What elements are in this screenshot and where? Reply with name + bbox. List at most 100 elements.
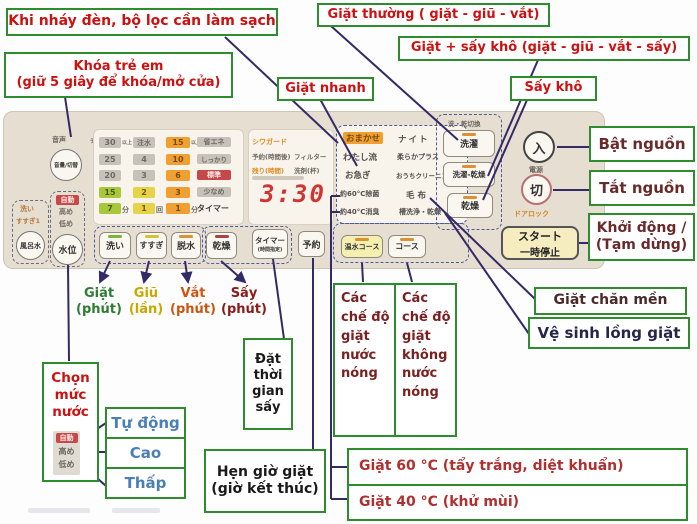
unit-word: Sấy [230, 286, 258, 301]
waterlevel-button[interactable]: 水位 [52, 234, 83, 265]
hot-course-indicator [355, 238, 369, 241]
bathwater-rinse-label: すすぎ1 [16, 217, 41, 225]
callout-blanket-wash: Giặt chăn mền [534, 287, 687, 315]
detergent-indicator-label: 洗剤(杯) [294, 167, 320, 175]
mode-wash-label: 洗濯 [459, 140, 478, 150]
callout-text: Bật nguồn [598, 134, 686, 153]
rinse-chip[interactable]: 1 [133, 203, 155, 214]
rinse-chip[interactable]: 4 [133, 154, 155, 165]
mode-washdry-indicator [462, 165, 476, 168]
callout-text: Khi nháy đèn, bộ lọc cần làm sạch [8, 13, 276, 30]
dry-unit-label: Sấy (phút) [218, 286, 270, 319]
unit-label: 以上 [191, 140, 202, 146]
wash-time-chip[interactable]: 15 [99, 187, 121, 198]
wash-time-chip[interactable]: 20 [99, 170, 121, 181]
dry-mode-chip[interactable]: 少なめ [197, 187, 231, 197]
rinse-chip[interactable]: 3 [133, 170, 155, 181]
water-level-inset: 自動 高め 低め [53, 431, 80, 475]
callout-delay-timer: Hẹn giờ giặt (giờ kết thúc) [204, 449, 326, 513]
dry-indicator [214, 235, 229, 238]
spin-button[interactable]: 脱水 [171, 232, 201, 259]
dry-timer-group [202, 226, 292, 264]
inset-high-label: 高め [58, 447, 75, 456]
course-item[interactable]: 柔らかプラス [397, 153, 439, 161]
water-option-low: Thấp [124, 473, 167, 492]
course-item[interactable]: 毛布 [406, 191, 430, 201]
remaining-indicator-label: 残り(時間) [252, 167, 284, 175]
callout-set-dry-time: Đặt thời gian sấy [243, 338, 293, 430]
start-label: スタート [518, 229, 562, 243]
spin-button-label: 脱水 [176, 242, 195, 252]
spin-chip[interactable]: 6 [166, 170, 190, 181]
course-item[interactable]: わたし流 [343, 153, 378, 163]
callout-text: Sấy khô [524, 80, 583, 96]
mode-wash-indicator [462, 133, 476, 136]
dry-mode-chip[interactable]: しっかり [197, 154, 231, 164]
unit-sub: (phút) [170, 302, 216, 318]
spin-chip[interactable]: 3 [166, 187, 190, 198]
hot-course-button[interactable]: 温水コース [341, 235, 383, 258]
bathwater-button-label: 風呂水 [20, 241, 41, 250]
reserve-button[interactable]: 予約 [298, 231, 325, 257]
power-off-label: 切 [529, 184, 543, 199]
course-item[interactable]: 約40°C消臭 [340, 208, 380, 216]
pause-label: 一時停止 [520, 247, 560, 259]
mode-wash-button[interactable]: 洗濯 [443, 130, 495, 157]
dry-mode-standard-chip[interactable]: 標準 [197, 170, 231, 180]
inset-auto-chip: 自動 [55, 433, 78, 443]
rinse-button-label: すすぎ [139, 241, 164, 250]
callout-text: Đặt thời gian sấy [252, 351, 284, 416]
callout-tub-clean: Vệ sinh lồng giặt [528, 317, 690, 349]
course-omakase[interactable]: おまかせ [343, 132, 384, 144]
faint-cutoff-text [112, 508, 160, 513]
callout-filter-warning: Khi nháy đèn, bộ lọc cần làm sạch [6, 8, 278, 36]
wash-time-chip[interactable]: 25 [99, 154, 121, 165]
unit-sub: (phút) [221, 302, 267, 318]
water-option-auto: Tự động [107, 409, 184, 439]
course-item[interactable]: 約60°C除菌 [340, 190, 380, 198]
unit-sub: (phút) [76, 302, 122, 318]
course-button[interactable]: コース [388, 235, 426, 258]
reserve-indicator-label: 予約(時間後) [252, 153, 291, 161]
callout-normal-wash: Giặt thường ( giặt - giũ - vắt) [317, 3, 550, 27]
callout-text: (giữ 5 giây để khóa/mở cửa) [16, 75, 221, 90]
waterlevel-button-label: 水位 [58, 246, 77, 256]
callout-quick-wash: Giặt nhanh [277, 77, 374, 101]
mode-dry-label: 乾燥 [460, 202, 479, 212]
wash-time-chip[interactable]: 7 [99, 203, 121, 214]
course-item[interactable]: ナイト [398, 135, 430, 145]
mode-dry-indicator [463, 196, 477, 199]
volume-button[interactable]: 音量/切替 [50, 149, 82, 181]
wash-time-chip[interactable]: 30 [99, 137, 121, 148]
timer-column-label: タイマー [197, 204, 229, 213]
timer-button[interactable]: タイマー (時間指定) [252, 229, 288, 259]
waterlevel-high-label: 高め [59, 208, 73, 216]
rinse-chip[interactable]: 注水 [133, 137, 155, 148]
rinse-button[interactable]: すすぎ [136, 232, 167, 259]
hot60-row: Giặt 60 °C (tẩy trắng, diệt khuẩn) [349, 450, 686, 486]
bathwater-button[interactable]: 風呂水 [16, 231, 45, 260]
spin-chip[interactable]: 15 [166, 137, 190, 148]
mode-dry-button[interactable]: 乾燥 [447, 193, 493, 218]
mode-washdry-button[interactable]: 洗濯-乾燥 [443, 162, 495, 187]
power-off-button[interactable]: 切 [521, 174, 552, 205]
spin-chip[interactable]: 1 [166, 203, 190, 214]
wash-button[interactable]: 洗い [99, 232, 131, 259]
dry-button[interactable]: 乾燥 [206, 232, 237, 259]
spin-chip[interactable]: 10 [166, 154, 190, 165]
doorlock-label: ドアロック [514, 210, 549, 218]
course-item[interactable]: お急ぎ [345, 171, 371, 181]
dry-mode-chip[interactable]: 省エネ [197, 137, 231, 147]
rinse-chip[interactable]: 2 [133, 187, 155, 198]
callout-power-on: Bật nguồn [589, 126, 695, 162]
rinse-unit-label: Giũ (lần) [125, 286, 167, 319]
course-item[interactable]: 槽洗浄・乾燥 [399, 208, 441, 216]
normal-modes-column: Các chế độ giặt không nước nóng [402, 291, 451, 401]
course-item[interactable]: おうちクリーニング [396, 172, 455, 180]
power-on-button[interactable]: 入 [523, 131, 555, 163]
wash-button-label: 洗い [105, 242, 124, 252]
power-on-label: 入 [532, 141, 546, 157]
unit-word: Giũ [133, 286, 159, 301]
times-unit: 回 [156, 206, 163, 214]
start-pause-button[interactable]: スタート 一時停止 [501, 226, 579, 260]
